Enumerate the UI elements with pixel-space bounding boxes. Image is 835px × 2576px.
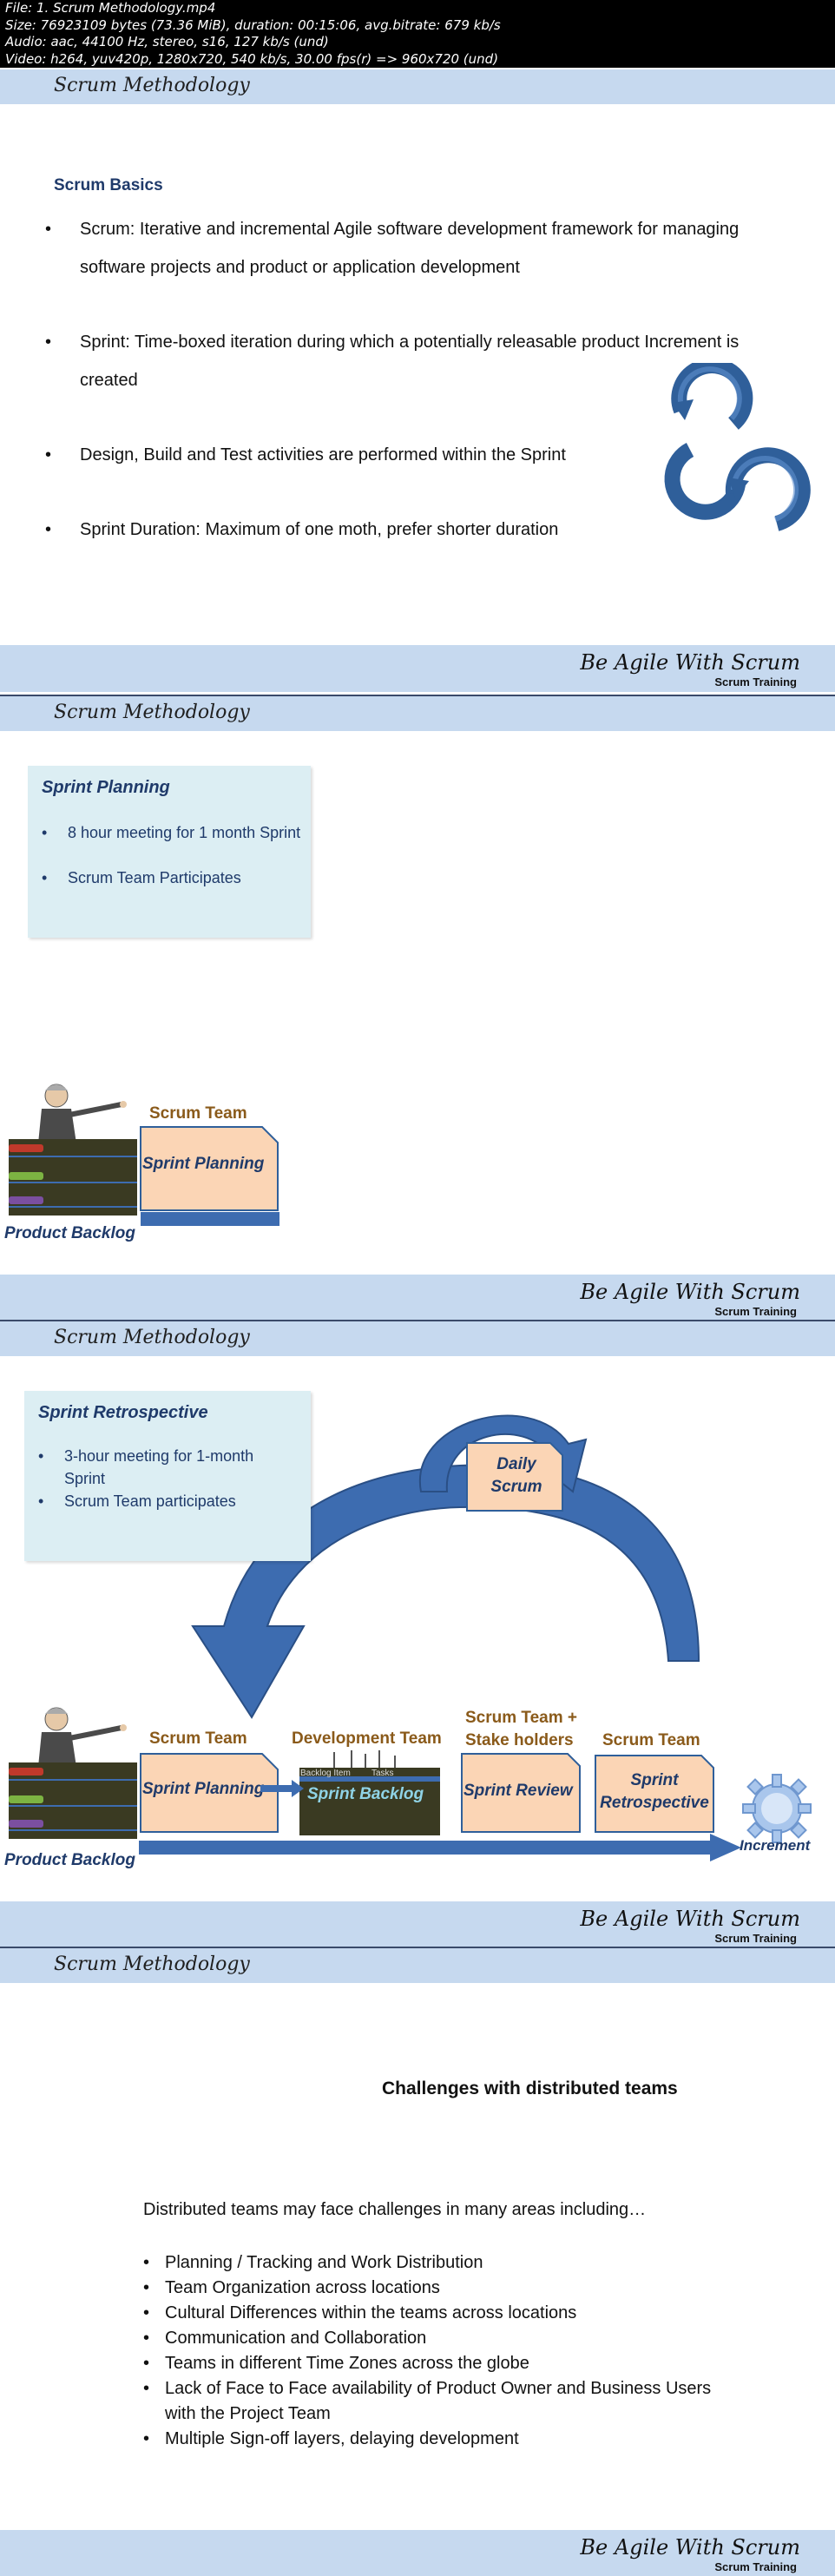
meta-file: File: 1. Scrum Methodology.mp4 — [5, 0, 216, 16]
scrum-team-label: Scrum Team — [149, 1104, 247, 1123]
slide-footer: Be Agile With Scrum Scrum Training — [0, 1901, 835, 1948]
footer-subtitle: Scrum Training — [714, 1305, 797, 1318]
sprint-retrospective-label: Sprint Retrospective — [600, 1771, 709, 1812]
product-owner-illustration — [9, 1707, 137, 1839]
process-flow-arrow — [139, 1834, 741, 1861]
sprint-cycle-icon — [664, 363, 811, 531]
sprint-backlog-board — [299, 1750, 440, 1835]
slide-header-title: Scrum Methodology — [54, 1327, 250, 1348]
sprint-planning-label: Sprint Planning — [142, 1780, 265, 1798]
meta-video: Video: h264, yuv420p, 1280x720, 540 kb/s… — [5, 50, 499, 67]
slide-header-title: Scrum Methodology — [54, 1953, 250, 1975]
bullet-item: • Sprint Duration: Maximum of one moth, … — [45, 520, 559, 539]
stakeholders-label: Scrum Team + Stake holders — [465, 1709, 578, 1749]
sprint-review-label: Sprint Review — [464, 1782, 573, 1800]
slide-sprint-planning: Scrum Methodology Sprint Planning •8 hou… — [0, 695, 835, 1321]
video-metadata: File: 1. Scrum Methodology.mp4 Size: 769… — [0, 0, 835, 68]
sprint-backlog-label: Sprint Backlog — [307, 1785, 424, 1803]
meta-size: Size: 76923109 bytes (73.36 MiB), durati… — [5, 16, 501, 33]
slide-header-title: Scrum Methodology — [54, 702, 250, 723]
tasks-label: Tasks — [371, 1769, 394, 1778]
scrum-team-label: Scrum Team — [149, 1729, 247, 1748]
bullet-item: • Design, Build and Test activities are … — [45, 445, 566, 464]
sprint-planning-stage — [140, 1753, 279, 1833]
info-box-title: Sprint Planning — [42, 778, 170, 797]
footer-title: Be Agile With Scrum — [580, 1280, 800, 1304]
slide-distributed-teams: Scrum Methodology Challenges with distri… — [0, 1947, 835, 2576]
scrum-team-label: Scrum Team — [602, 1731, 700, 1749]
product-backlog-label: Product Backlog — [4, 1224, 135, 1242]
footer-title: Be Agile With Scrum — [580, 2535, 800, 2560]
sprint-retrospective-stage — [595, 1755, 714, 1833]
sprint-retro-info-box: Sprint Retrospective •3-hour meeting for… — [24, 1391, 311, 1561]
slide-header: Scrum Methodology — [0, 696, 835, 731]
slide-title: Challenges with distributed teams — [382, 2079, 678, 2098]
slide-footer: Be Agile With Scrum Scrum Training — [0, 645, 835, 692]
slide-header: Scrum Methodology — [0, 1948, 835, 1983]
bullet-item: • Sprint: Time-boxed iteration during wh… — [45, 333, 740, 390]
slide-header: Scrum Methodology — [0, 1321, 835, 1356]
sprint-review-stage — [461, 1753, 581, 1833]
daily-scrum-label: Daily Scrum — [490, 1455, 542, 1496]
increment-label: Increment — [740, 1837, 811, 1854]
sprint-planning-info-box: Sprint Planning •8 hour meeting for 1 mo… — [28, 766, 311, 938]
backlog-item-label: Backlog Item — [300, 1769, 351, 1778]
slide-footer: Be Agile With Scrum Scrum Training — [0, 1275, 835, 1321]
slide-heading: Scrum Basics — [54, 176, 163, 194]
meta-audio: Audio: aac, 44100 Hz, stereo, s16, 127 k… — [5, 34, 329, 49]
info-box-title: Sprint Retrospective — [38, 1403, 208, 1422]
footer-subtitle: Scrum Training — [714, 1932, 797, 1945]
slide-footer: Be Agile With Scrum Scrum Training — [0, 2530, 835, 2576]
product-backlog-label: Product Backlog — [4, 1851, 135, 1869]
daily-scrum-stage — [466, 1442, 563, 1512]
sprint-planning-label: Sprint Planning — [142, 1155, 265, 1173]
sprint-planning-stage — [140, 1126, 279, 1226]
slide-intro: Distributed teams may face challenges in… — [143, 2200, 647, 2219]
handoff-arrow — [260, 1780, 304, 1797]
footer-title: Be Agile With Scrum — [580, 650, 800, 675]
footer-subtitle: Scrum Training — [714, 2560, 797, 2573]
slide-header: Scrum Methodology — [0, 69, 835, 104]
development-team-label: Development Team — [292, 1729, 442, 1748]
footer-title: Be Agile With Scrum — [580, 1907, 800, 1931]
slide-scrum-basics: Scrum Methodology Scrum Basics • Scrum: … — [0, 68, 835, 695]
bullet-item: • Scrum: Iterative and incremental Agile… — [45, 220, 740, 277]
increment-gear-icon — [742, 1774, 812, 1843]
footer-subtitle: Scrum Training — [714, 675, 797, 688]
slide-sprint-retrospective: Scrum Methodology Daily Scrum Sprint Ret… — [0, 1320, 835, 1948]
slide-header-title: Scrum Methodology — [54, 75, 250, 96]
product-owner-illustration — [9, 1084, 137, 1216]
